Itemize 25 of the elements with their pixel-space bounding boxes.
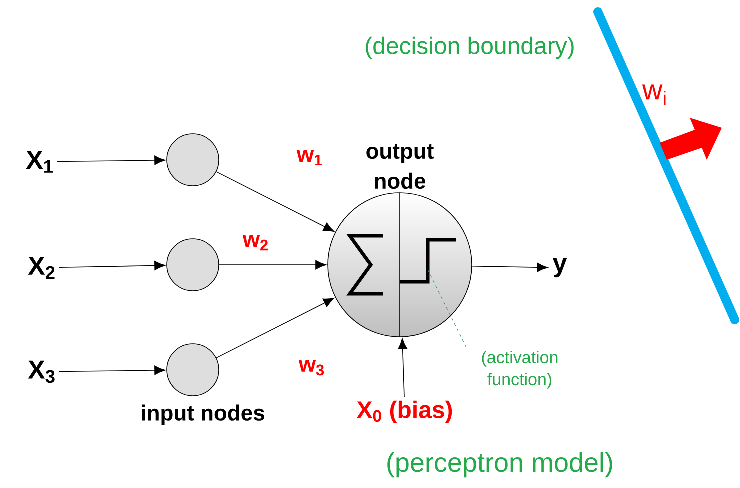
weight-label: w$_{1}$ bbox=[296, 150, 322, 166]
bias-label: X$_{0}$ (bias) bbox=[356, 400, 452, 424]
arrow bbox=[59, 261, 166, 270]
arrow bbox=[57, 156, 166, 166]
arrow bbox=[216, 172, 334, 232]
annotation-text: (activation function) bbox=[482, 351, 558, 389]
annotation-text: (decision boundary) bbox=[366, 36, 574, 60]
weight-label: w$_{i}$ bbox=[642, 84, 666, 106]
input-node-circle bbox=[166, 238, 220, 292]
arrow bbox=[472, 262, 548, 272]
leader-line bbox=[428, 270, 467, 348]
weight-label: w$_{3}$ bbox=[298, 360, 324, 376]
arrow bbox=[216, 298, 334, 358]
node-label: output node bbox=[366, 144, 434, 190]
weight-label: w$_{2}$ bbox=[242, 235, 268, 251]
arrow bbox=[219, 260, 326, 270]
caption: (perceptron model) bbox=[388, 452, 612, 478]
arrow bbox=[398, 338, 408, 398]
variable-label: X$_{3}$ bbox=[28, 360, 55, 384]
variable-label: y bbox=[552, 258, 568, 278]
arrow bbox=[59, 366, 166, 376]
input-node-circle bbox=[166, 344, 220, 396]
input-node-circle bbox=[166, 134, 220, 186]
variable-label: X$_{1}$ bbox=[26, 151, 53, 173]
variable-label: X$_{2}$ bbox=[28, 256, 55, 280]
